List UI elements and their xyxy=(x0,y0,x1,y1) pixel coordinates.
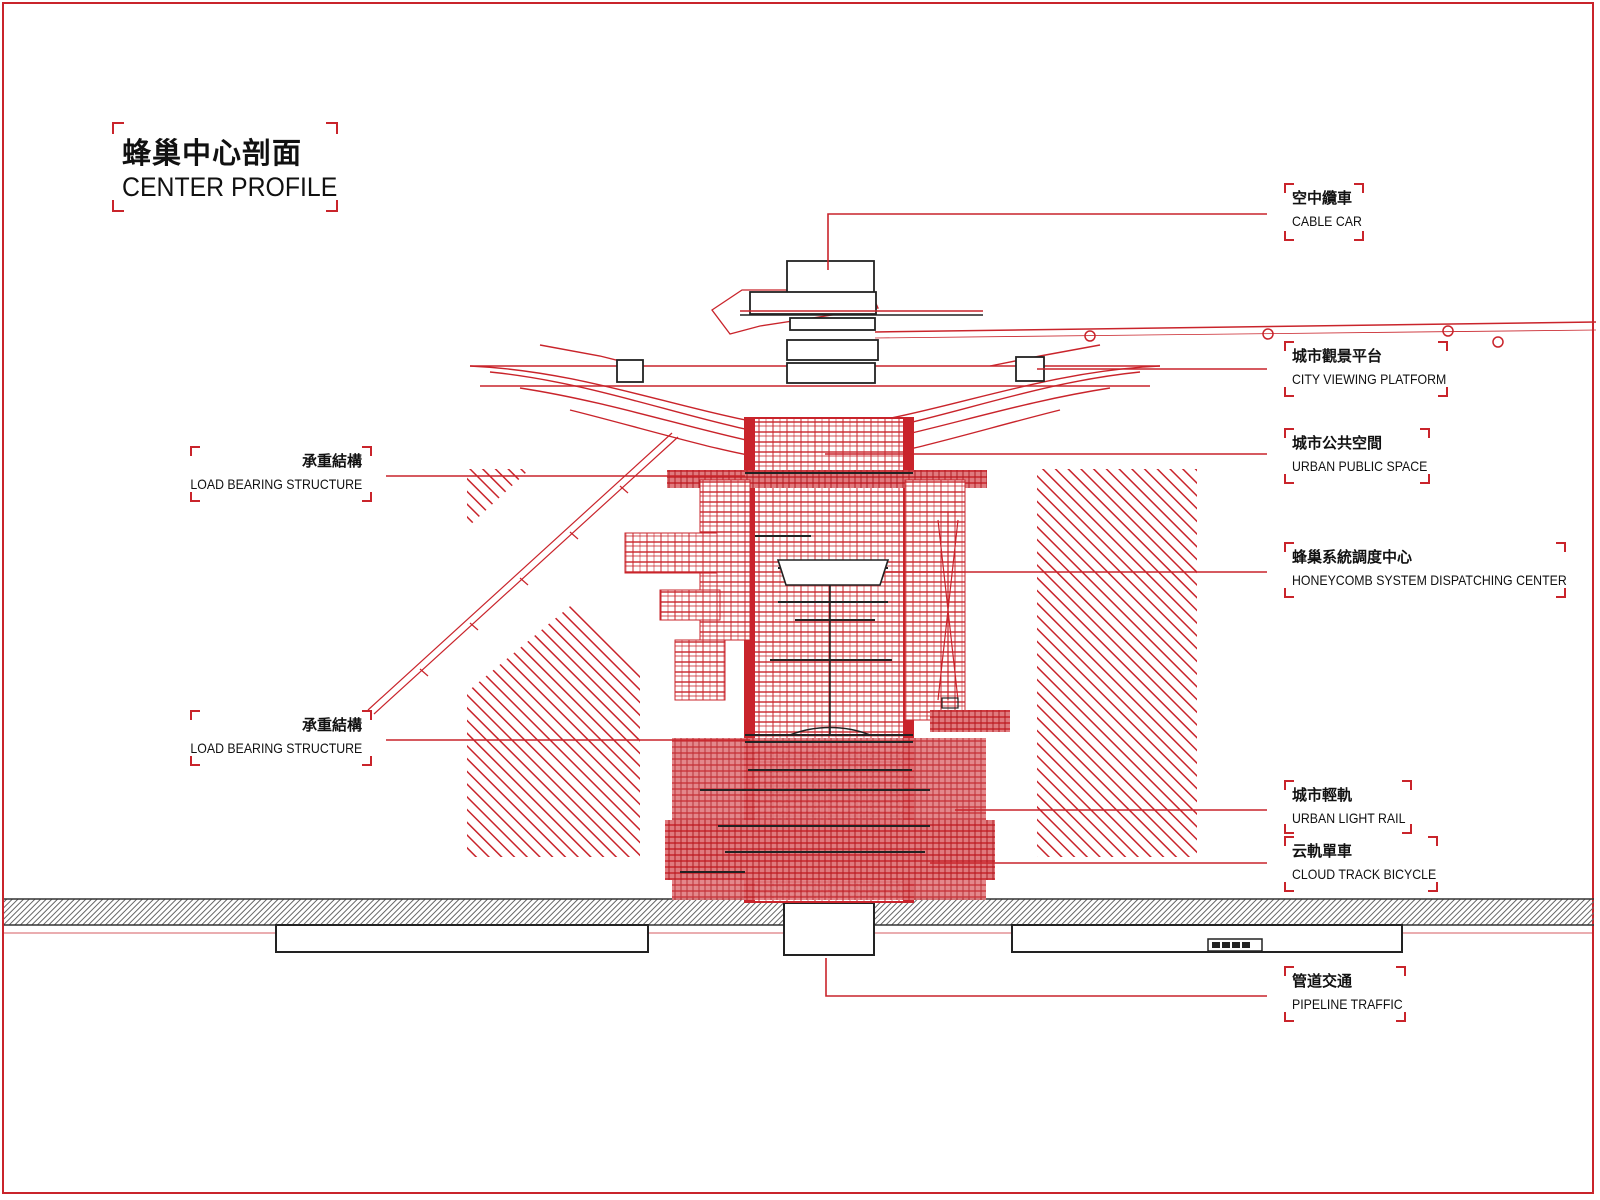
callout-corner-bracket xyxy=(1428,882,1438,892)
callout-label-zh: 空中纜車 xyxy=(1292,189,1353,207)
underground-tunnels xyxy=(275,902,1403,956)
callout-corner-bracket xyxy=(1284,824,1294,834)
hatched-buildings xyxy=(467,469,1197,857)
callout-corner-bracket xyxy=(190,756,200,766)
callout-corner-bracket xyxy=(190,710,200,720)
callout-corner-bracket xyxy=(1396,1012,1406,1022)
title-corner-bracket xyxy=(326,200,338,212)
callout-corner-bracket xyxy=(1284,882,1294,892)
callout-load-bearing-upper: 承重結構 LOAD BEARING STRUCTURE xyxy=(190,446,372,502)
callout-corner-bracket xyxy=(1556,588,1566,598)
callout-label-en: CITY VIEWING PLATFORM xyxy=(1292,371,1447,387)
drawing-title: 蜂巢中心剖面 CENTER PROFILE xyxy=(112,122,338,212)
callout-corner-bracket xyxy=(362,710,372,720)
callout-label-zh: 城市輕軌 xyxy=(1292,786,1353,804)
title-chinese: 蜂巢中心剖面 xyxy=(122,136,303,170)
callout-corner-bracket xyxy=(1402,824,1412,834)
viewing-pods xyxy=(616,356,1045,383)
callout-label-en: HONEYCOMB SYSTEM DISPATCHING CENTER xyxy=(1292,572,1567,588)
callout-corner-bracket xyxy=(1284,387,1294,397)
callout-city-viewing-platform: 城市觀景平台 CITY VIEWING PLATFORM xyxy=(1284,341,1448,397)
callout-corner-bracket xyxy=(1284,428,1294,438)
callout-label-en: CLOUD TRACK BICYCLE xyxy=(1292,866,1437,882)
cable-car-line xyxy=(874,321,1597,348)
callout-label-zh: 城市觀景平台 xyxy=(1292,347,1383,365)
callout-corner-bracket xyxy=(362,446,372,456)
callout-label-en: PIPELINE TRAFFIC xyxy=(1292,996,1403,1012)
callout-urban-public-space: 城市公共空間 URBAN PUBLIC SPACE xyxy=(1284,428,1430,484)
callout-label-en: LOAD BEARING STRUCTURE xyxy=(190,740,362,756)
callout-label-zh: 承重結構 xyxy=(301,716,362,734)
callout-corner-bracket xyxy=(1284,474,1294,484)
callout-corner-bracket xyxy=(190,446,200,456)
callout-corner-bracket xyxy=(1284,1012,1294,1022)
callout-corner-bracket xyxy=(1428,836,1438,846)
title-corner-bracket xyxy=(112,122,124,134)
title-english: CENTER PROFILE xyxy=(122,172,338,202)
callout-label-en: LOAD BEARING STRUCTURE xyxy=(190,476,362,492)
callout-corner-bracket xyxy=(1354,231,1364,241)
callout-corner-bracket xyxy=(190,492,200,502)
callout-corner-bracket xyxy=(1284,780,1294,790)
callout-corner-bracket xyxy=(1420,474,1430,484)
callout-cable-car: 空中纜車 CABLE CAR xyxy=(1284,183,1364,241)
diagonal-brace xyxy=(367,432,679,715)
crane-frame xyxy=(937,511,959,709)
callout-label-en: CABLE CAR xyxy=(1292,213,1362,229)
callout-label-zh: 管道交通 xyxy=(1292,972,1353,990)
callout-corner-bracket xyxy=(1284,542,1294,552)
callout-corner-bracket xyxy=(1284,341,1294,351)
callout-urban-light-rail: 城市輕軌 URBAN LIGHT RAIL xyxy=(1284,780,1412,834)
callout-label-zh: 城市公共空間 xyxy=(1292,434,1383,452)
callout-label-zh: 蜂巢系統調度中心 xyxy=(1292,548,1413,566)
callout-corner-bracket xyxy=(1284,231,1294,241)
callout-label-en: URBAN LIGHT RAIL xyxy=(1292,810,1406,826)
callout-corner-bracket xyxy=(1284,836,1294,846)
callout-corner-bracket xyxy=(1354,183,1364,193)
cable-car-station xyxy=(711,260,983,384)
dispatching-core xyxy=(776,559,890,736)
callout-corner-bracket xyxy=(1284,183,1294,193)
callout-corner-bracket xyxy=(1556,542,1566,552)
callout-corner-bracket xyxy=(1284,588,1294,598)
callout-corner-bracket xyxy=(1284,966,1294,976)
callout-corner-bracket xyxy=(1420,428,1430,438)
callout-corner-bracket xyxy=(1396,966,1406,976)
callout-pipeline-traffic: 管道交通 PIPELINE TRAFFIC xyxy=(1284,966,1406,1022)
callout-corner-bracket xyxy=(362,492,372,502)
leader-lines xyxy=(386,213,1267,997)
callout-label-zh: 承重結構 xyxy=(301,452,362,470)
callout-label-zh: 云軌單車 xyxy=(1292,842,1353,860)
callout-load-bearing-lower: 承重結構 LOAD BEARING STRUCTURE xyxy=(190,710,372,766)
callout-cloud-track-bicycle: 云軌單車 CLOUD TRACK BICYCLE xyxy=(1284,836,1438,892)
callout-corner-bracket xyxy=(1402,780,1412,790)
callout-corner-bracket xyxy=(1438,387,1448,397)
title-corner-bracket xyxy=(326,122,338,134)
callout-dispatching-center: 蜂巢系統調度中心 HONEYCOMB SYSTEM DISPATCHING CE… xyxy=(1284,542,1567,598)
callout-corner-bracket xyxy=(1438,341,1448,351)
title-corner-bracket xyxy=(112,200,124,212)
callout-corner-bracket xyxy=(362,756,372,766)
callout-label-en: URBAN PUBLIC SPACE xyxy=(1292,458,1428,474)
